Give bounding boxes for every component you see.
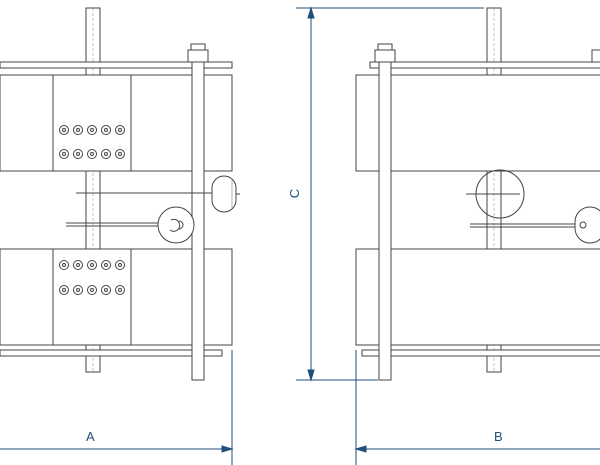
dimension-c-label: C (287, 188, 303, 199)
left-tie-rod-nut-top (187, 49, 209, 63)
right-tie-rod-nut-top (374, 49, 396, 63)
right-bushing-lower (470, 206, 600, 244)
right-view (355, 7, 600, 381)
left-bushing-lead-2 (66, 206, 195, 244)
left-upper-terminal-screws (59, 125, 125, 159)
right-bushing-upper (466, 169, 525, 219)
dimension-a-label: A (86, 429, 95, 444)
left-tie-rod (191, 43, 205, 381)
dimension-lines (0, 6, 600, 465)
right-upper-coil-block (355, 74, 600, 172)
dimension-b (354, 350, 600, 465)
left-top-clamp-plate (0, 61, 233, 69)
right-tie-rod (378, 43, 392, 381)
left-lower-terminal-screws (59, 260, 125, 295)
left-bushing-lead (76, 175, 240, 213)
right-lower-coil-block (355, 248, 600, 346)
left-view (0, 7, 240, 381)
right-top-clamp-plate (369, 61, 600, 69)
dimension-a (0, 350, 234, 465)
dimension-b-label: B (494, 429, 503, 444)
right-bottom-clamp-plate (361, 349, 600, 357)
dimension-c (296, 6, 484, 382)
left-bottom-clamp-plate (0, 349, 223, 357)
